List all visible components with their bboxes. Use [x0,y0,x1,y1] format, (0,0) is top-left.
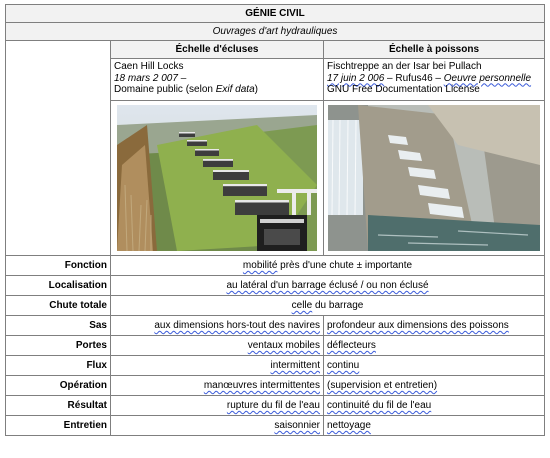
blank-caption-cell [5,58,111,101]
fish-caption-date-line: 17 juin 2 006 – Rufus46 – Oeuvre personn… [327,73,541,85]
function-keyword: mobilité [242,259,278,271]
row-label-maintenance: Entretien [5,415,111,436]
row-label-flow: Flux [5,355,111,376]
column-header-fish-ladder: Échelle à poissons [322,40,546,59]
row-value-total-drop: celle du barrage [109,295,546,316]
lock-license-source: Exif data [215,84,255,95]
row-lock-operation: manœuvres intermittentes [110,375,324,396]
row-fish-maintenance: nettoyage [322,415,546,436]
row-lock-chamber: aux dimensions hors-tout des navires [110,315,324,336]
location-text: au latéral d'un barrage éclusé / ou non … [226,279,429,291]
row-fish-result: continuité du fil de l'eau [322,395,546,416]
lock-result-text: rupture du fil de l'eau [226,399,320,411]
lock-license-prefix: Domaine public (selon [114,84,216,95]
row-label-operation: Opération [5,375,111,396]
row-label-chamber: Sas [5,315,111,336]
fish-result-text: continuité du fil de l'eau [327,399,432,411]
row-label-function: Fonction [5,255,111,276]
fish-caption-date: 17 juin 2 006 [327,72,385,84]
lock-caption-date: 18 mars 2 007 – [114,72,187,84]
row-fish-gates: déflecteurs [322,335,546,356]
fish-gates-text: déflecteurs [327,339,376,351]
row-lock-maintenance: saisonnier [110,415,324,436]
row-lock-gates: ventaux mobiles [110,335,324,356]
row-fish-flow: continu [322,355,546,376]
lock-maintenance-text: saisonnier [274,419,320,431]
lock-chamber-text: aux dimensions hors-tout des navires [154,319,320,331]
total-drop-rest: du barrage [312,299,364,311]
fish-caption-author: – Rufus46 – [384,72,444,84]
table-subtitle: Ouvrages d'art hydrauliques [4,22,546,41]
fish-chamber-text: profondeur aux dimensions des poissons [327,319,509,331]
lock-caption-title: Caen Hill Locks [114,61,184,72]
lock-photo-cell [110,100,324,256]
fish-operation-text: (supervision et entretien) [327,379,438,391]
row-lock-result: rupture du fil de l'eau [110,395,324,416]
row-value-location: au latéral d'un barrage éclusé / ou non … [109,275,546,296]
row-fish-operation: (supervision et entretien) [322,375,546,396]
row-label-gates: Portes [5,335,111,356]
blank-header-cell [5,40,111,59]
row-value-function: mobilité près d'une chute ± importante [109,255,546,276]
row-label-total-drop: Chute totale [5,295,111,316]
lock-flow-text: intermittent [270,359,320,371]
comparison-table: GÉNIE CIVIL Ouvrages d'art hydrauliques … [4,4,546,436]
lock-caption-license: Domaine public (selon Exif data) [114,84,320,96]
fish-caption-work: Oeuvre personnelle [443,72,532,84]
fish-caption-title: Fischtreppe an der Isar bei Pullach [327,61,482,72]
fish-ladder-photo [328,105,541,251]
function-rest: près d'une chute ± importante [277,259,413,271]
lock-flight-photo [117,105,317,251]
fish-photo-cell [322,100,546,256]
row-lock-flow: intermittent [110,355,324,376]
total-drop-keyword: celle [291,299,313,311]
fish-caption-license: GNU Free Documentation License [327,84,480,95]
fish-flow-text: continu [327,359,360,371]
blank-image-cell [5,100,111,256]
lock-license-suffix: ) [254,84,258,95]
row-fish-chamber: profondeur aux dimensions des poissons [322,315,546,336]
lock-caption: Caen Hill Locks 18 mars 2 007 – Domaine … [110,58,324,101]
row-label-result: Résultat [5,395,111,416]
row-label-location: Localisation [5,275,111,296]
lock-gates-text: ventaux mobiles [247,339,320,351]
fish-maintenance-text: nettoyage [327,419,371,431]
lock-operation-text: manœuvres intermittentes [203,379,320,391]
fish-caption: Fischtreppe an der Isar bei Pullach 17 j… [322,58,546,101]
table-title: GÉNIE CIVIL [4,4,546,23]
column-header-lock-ladder: Échelle d'écluses [110,40,324,59]
